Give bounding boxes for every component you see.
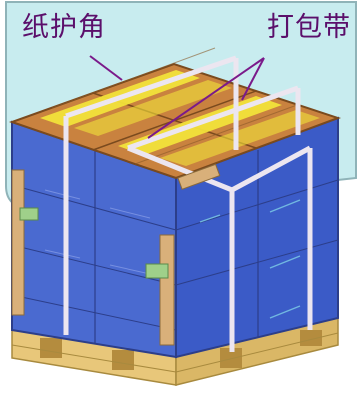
strapping-bands	[63, 55, 313, 352]
top-surface	[8, 47, 342, 180]
pallet	[11, 317, 339, 386]
strapping-band-label: 打包带	[267, 12, 351, 43]
leader-lines	[89, 55, 265, 139]
corner-protectors	[11, 163, 221, 346]
paper-corner-protector-label: 纸护角	[22, 12, 106, 43]
